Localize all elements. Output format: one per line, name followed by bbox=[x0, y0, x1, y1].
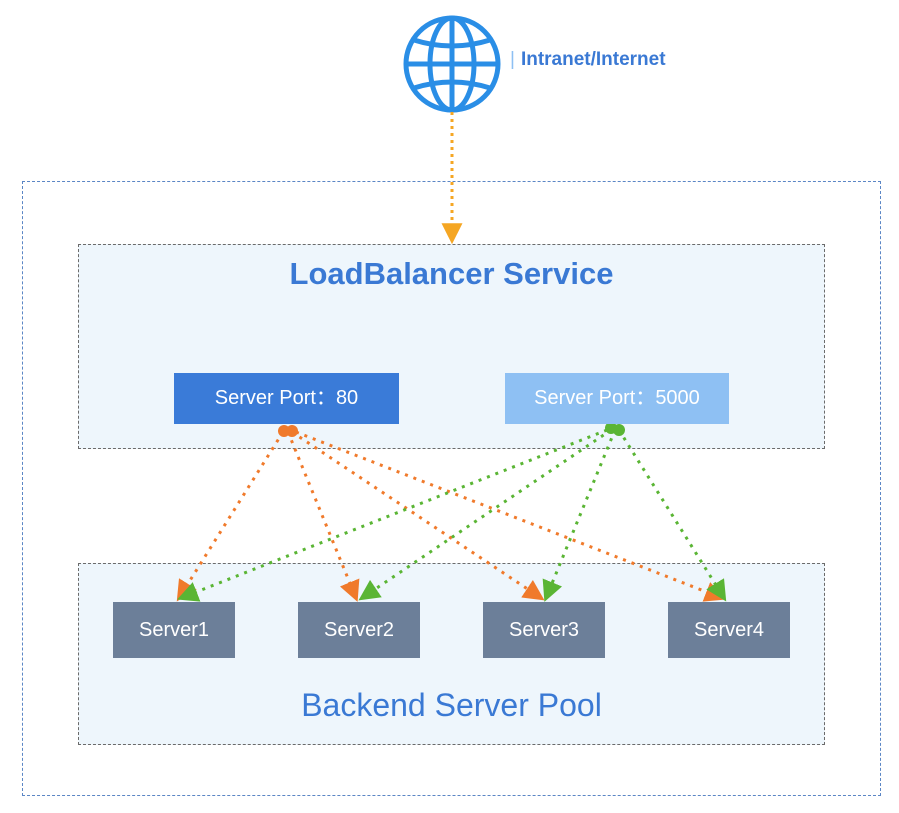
link-port80-server4 bbox=[295, 430, 726, 602]
link-port80-server2 bbox=[286, 431, 360, 602]
server-port-5000: Server Port：5000 bbox=[505, 373, 729, 424]
port80-links bbox=[176, 430, 726, 602]
port80-connector bbox=[278, 425, 298, 437]
server4-box: Server4 bbox=[668, 602, 790, 658]
link-port5000-server1 bbox=[177, 428, 608, 602]
backend-pool-title: Backend Server Pool bbox=[301, 687, 602, 723]
server2-box: Server2 bbox=[298, 602, 420, 658]
link-port80-server3 bbox=[291, 430, 545, 601]
internet-label-text: Intranet/Internet bbox=[520, 49, 666, 70]
link-port80-server1 bbox=[176, 431, 285, 602]
server3-box: Server3 bbox=[483, 602, 605, 658]
port5000-links bbox=[177, 428, 727, 602]
cluster-boundary bbox=[22, 181, 881, 796]
globe-icon bbox=[403, 15, 501, 113]
link-port5000-server3 bbox=[542, 429, 617, 602]
port5000-connector bbox=[605, 422, 625, 436]
load-balancer-title: LoadBalancer Service bbox=[289, 256, 614, 291]
link-port5000-server2 bbox=[358, 428, 612, 601]
server1-box: Server1 bbox=[113, 602, 235, 658]
link-port5000-server4 bbox=[617, 429, 727, 602]
server-port-80: Server Port：80 bbox=[174, 373, 399, 424]
internet-label: |Intranet/Internet bbox=[510, 49, 666, 70]
